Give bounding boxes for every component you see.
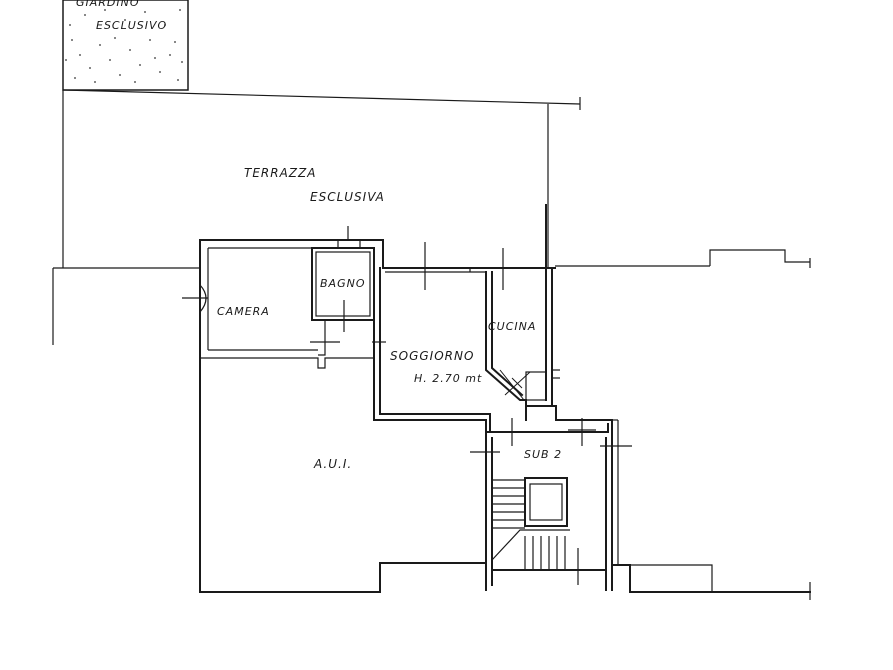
- staircase: [491, 477, 570, 570]
- terrace-boundary: [52, 89, 810, 345]
- bathroom-label: BAGNO: [320, 277, 365, 290]
- height-label: H. 2.70 mt: [414, 372, 482, 385]
- other-unit-label: A.U.I.: [313, 457, 352, 471]
- room-labels: GIARDINO ESCLUSIVO TERRAZZA ESCLUSIVA BA…: [76, 0, 562, 471]
- kitchen-label: CUCINA: [488, 320, 536, 333]
- garden-area: [62, 0, 189, 91]
- apartment-walls: [182, 226, 811, 600]
- terrace-label-1: TERRAZZA: [244, 166, 316, 180]
- garden-label-1: GIARDINO: [76, 0, 140, 9]
- living-room-label: SOGGIORNO: [390, 349, 474, 363]
- bedroom-label: CAMERA: [217, 305, 270, 318]
- garden-label-2: ESCLUSIVO: [96, 19, 167, 32]
- terrace-label-2: ESCLUSIVA: [310, 190, 385, 204]
- sub-label: SUB 2: [524, 448, 562, 461]
